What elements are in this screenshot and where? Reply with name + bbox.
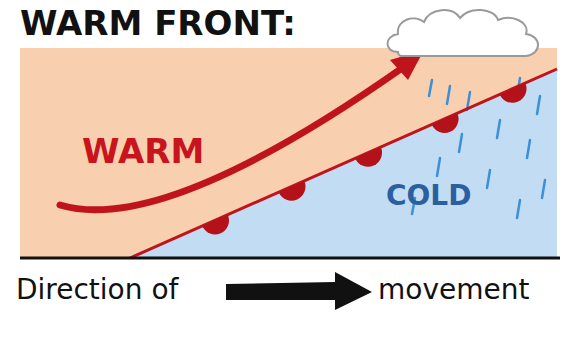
movement-arrow (226, 272, 372, 310)
axis-label: movement (378, 276, 529, 304)
ground-line (20, 257, 560, 260)
rain-drop (537, 96, 540, 114)
title: WARM FRONT: (20, 6, 296, 40)
warm-front-bump (500, 83, 527, 103)
warm-front-bump (202, 215, 229, 235)
rain-drop (542, 180, 545, 198)
rain-cloud (388, 10, 539, 56)
axis-label: Direction of (16, 276, 178, 304)
rain-drop (497, 120, 500, 138)
rain-drop (437, 158, 440, 176)
rain-drop (429, 80, 432, 96)
rising-air-arrow (60, 66, 405, 210)
air-mass-label: WARM (82, 134, 204, 168)
rain-drop (517, 200, 520, 218)
warm-front-bump (279, 181, 306, 201)
rain-drop (527, 140, 530, 158)
air-mass-label: COLD (386, 182, 471, 210)
rain-drop (447, 86, 450, 104)
rain-drop (459, 134, 462, 152)
warm-air-region (20, 48, 557, 258)
warm-front-bump (355, 147, 382, 167)
rain-drop (487, 170, 490, 188)
warm-front-bump (432, 113, 459, 133)
